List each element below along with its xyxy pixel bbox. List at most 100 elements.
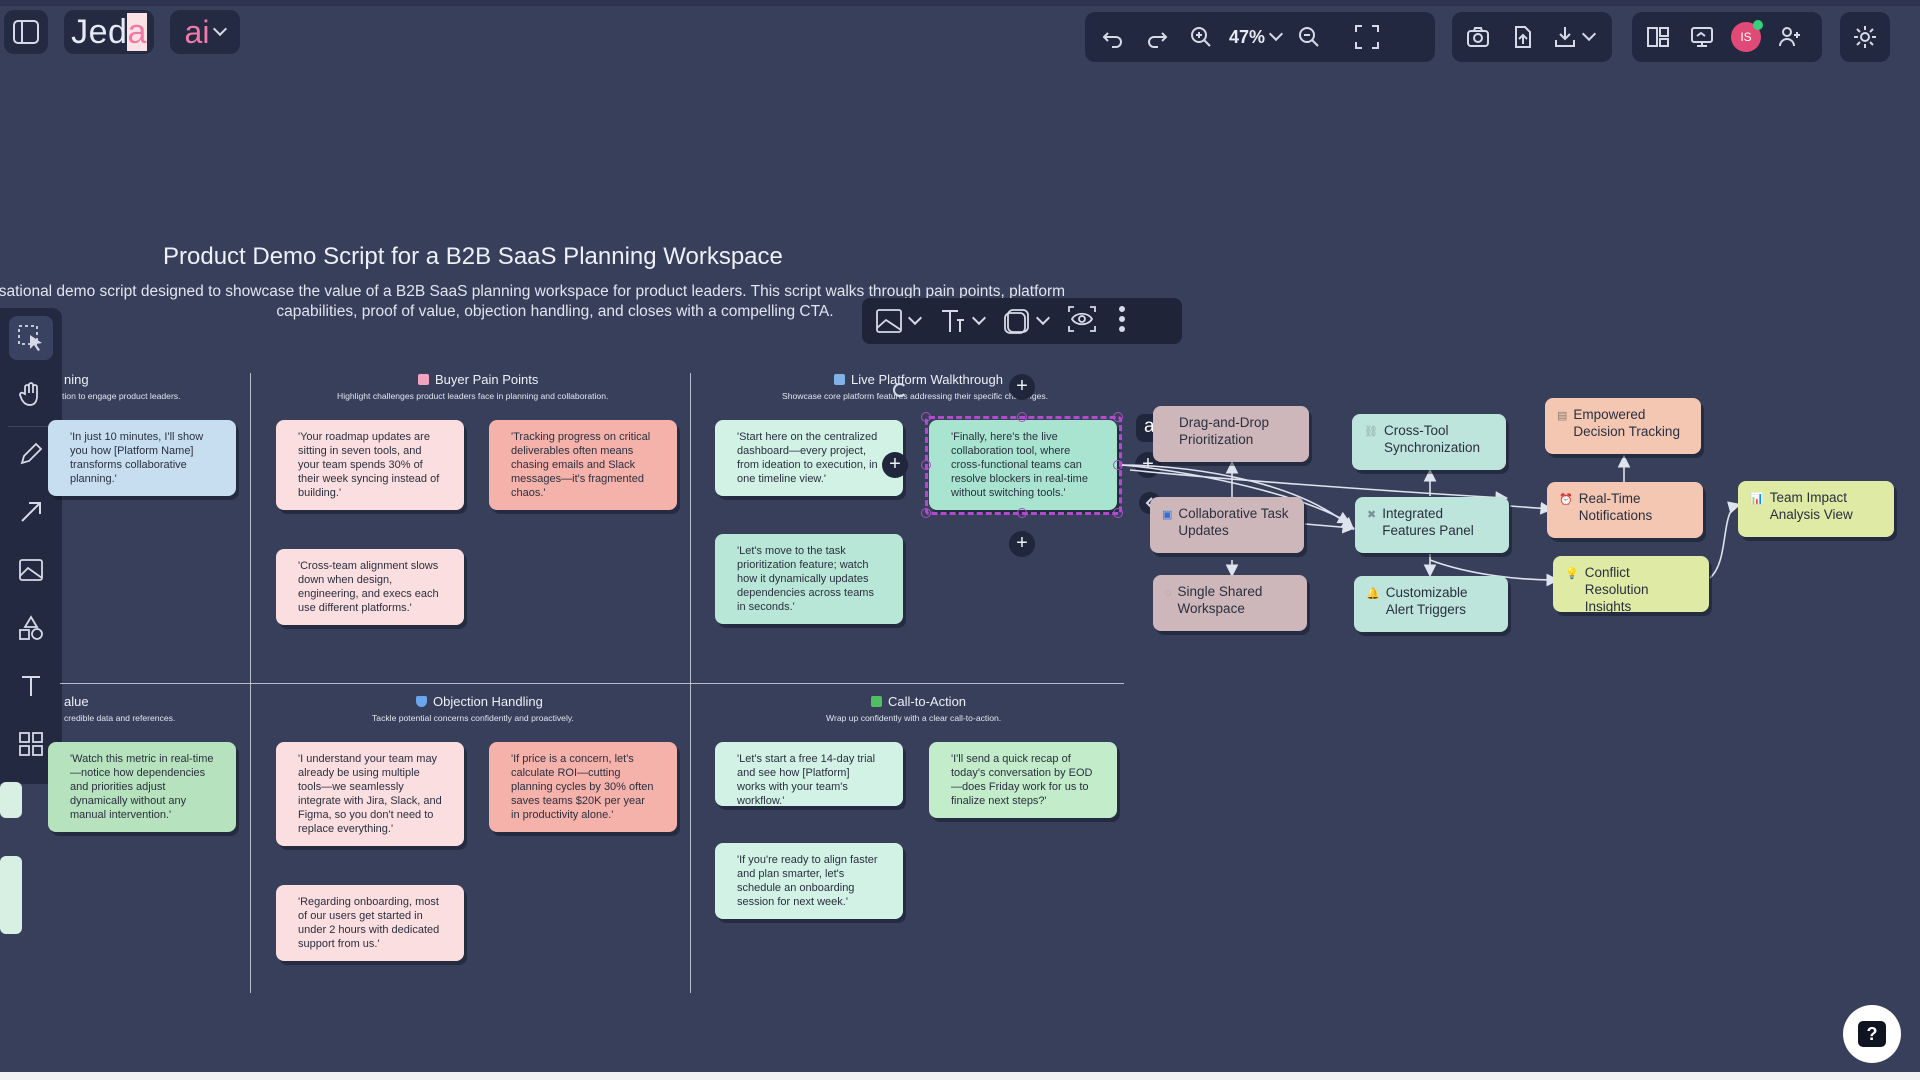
flow-node-integrated-panel[interactable]: ✖Integrated Features Panel	[1355, 497, 1509, 553]
section-title-opening[interactable]: ning	[64, 372, 89, 387]
section-title-pain-points[interactable]: Buyer Pain Points	[418, 372, 538, 387]
page-title[interactable]: Product Demo Script for a B2B SaaS Plann…	[163, 243, 783, 270]
add-node-left-button[interactable]: +	[882, 452, 908, 478]
resize-handle[interactable]	[1113, 460, 1123, 470]
export-toolbar	[1452, 12, 1612, 62]
sidebar-toggle-button[interactable]	[4, 10, 48, 54]
page-description-line1: ersational demo script designed to showc…	[0, 283, 1066, 300]
fill-style-button[interactable]	[874, 306, 923, 336]
clipboard-icon	[418, 374, 429, 385]
add-node-above-button[interactable]: +	[1009, 374, 1035, 400]
invite-user-button[interactable]	[1768, 15, 1812, 59]
chevron-down-icon	[1035, 310, 1051, 326]
zoom-in-button[interactable]	[1179, 15, 1223, 59]
flow-node-conflict-insights[interactable]: 💡Conflict Resolution Insights	[1553, 556, 1709, 612]
view-collab-toolbar: IS	[1632, 12, 1822, 62]
templates-tool-button[interactable]	[9, 722, 53, 766]
screenshot-button[interactable]	[1456, 15, 1500, 59]
flow-node-alert-triggers[interactable]: 🔔Customizable Alert Triggers	[1354, 576, 1508, 632]
sticky-note[interactable]: 'In just 10 minutes, I'll show you how […	[48, 420, 236, 496]
sticky-note[interactable]: 'If price is a concern, let's calculate …	[489, 742, 677, 832]
download-button[interactable]	[1544, 15, 1602, 59]
object-context-toolbar	[862, 298, 1182, 344]
flow-node-decision-tracking[interactable]: ▤Empowered Decision Tracking	[1545, 398, 1701, 454]
image-tool-button[interactable]	[9, 548, 53, 592]
resize-handle[interactable]	[921, 508, 931, 518]
logo-main-text: Jed	[71, 12, 128, 51]
sticky-note[interactable]: 'Your roadmap updates are sitting in sev…	[276, 420, 464, 510]
pen-tool-button[interactable]	[9, 432, 53, 476]
checkmark-icon	[871, 696, 882, 707]
text-tool-button[interactable]	[9, 664, 53, 708]
redo-button[interactable]	[1135, 15, 1179, 59]
pan-tool-button[interactable]	[9, 372, 53, 416]
section-title-value[interactable]: alue	[64, 694, 89, 709]
resize-handle[interactable]	[1017, 508, 1027, 518]
text-style-button[interactable]	[938, 306, 987, 336]
sticky-note[interactable]: 'Tracking progress on critical deliverab…	[489, 420, 677, 510]
page-description[interactable]: ersational demo script designed to showc…	[0, 282, 1110, 322]
computer-icon	[834, 374, 845, 385]
resize-handle[interactable]	[921, 412, 931, 422]
flow-node-realtime-notifications[interactable]: ⏰Real-Time Notifications	[1547, 482, 1703, 538]
help-button[interactable]: ?	[1843, 1005, 1901, 1063]
resize-handle[interactable]	[1113, 412, 1123, 422]
resize-handle[interactable]	[1017, 412, 1027, 422]
partial-sticky-note[interactable]	[0, 856, 22, 934]
sticky-note[interactable]: 'I'll send a quick recap of today's conv…	[929, 742, 1117, 818]
ai-menu-button[interactable]: ai	[170, 10, 240, 54]
zoom-out-button[interactable]	[1287, 15, 1331, 59]
select-tool-button[interactable]	[9, 316, 53, 360]
rotate-handle[interactable]	[893, 383, 907, 397]
presentation-button[interactable]	[1680, 15, 1724, 59]
sticky-note[interactable]: 'Finally, here's the live collaboration …	[929, 420, 1117, 510]
section-subtitle-value: credible data and references.	[64, 713, 176, 723]
flow-node-cross-tool[interactable]: ⛓Cross-Tool Synchronization	[1352, 414, 1506, 470]
download-icon	[1555, 27, 1575, 47]
zoom-level-dropdown[interactable]: 47%	[1223, 27, 1287, 48]
flow-node-drag-drop[interactable]: Drag-and-Drop Prioritization	[1153, 406, 1309, 462]
sticky-note[interactable]: 'Watch this metric in real-time—notice h…	[48, 742, 236, 832]
user-avatar[interactable]: IS	[1724, 15, 1768, 59]
pencil-icon	[20, 442, 43, 465]
shield-icon	[416, 696, 427, 707]
resize-handle[interactable]	[1113, 508, 1123, 518]
flow-node-single-workspace[interactable]: ◌Single Shared Workspace	[1153, 575, 1307, 631]
chevron-down-icon	[907, 310, 923, 326]
visibility-button[interactable]	[1066, 303, 1098, 340]
section-title-cta[interactable]: Call-to-Action	[871, 694, 966, 709]
undo-button[interactable]	[1091, 15, 1135, 59]
sticky-note[interactable]: 'I understand your team may already be u…	[276, 742, 464, 846]
chevron-down-icon	[213, 21, 228, 37]
arrow-tool-button[interactable]	[9, 490, 53, 534]
lightbulb-icon: 💡	[1565, 568, 1579, 580]
sticky-note[interactable]: 'Start here on the centralized dashboard…	[715, 420, 903, 496]
flow-node-team-impact[interactable]: 📊Team Impact Analysis View	[1738, 481, 1894, 537]
grid-icon	[19, 732, 43, 756]
flow-node-collaborative-updates[interactable]: ▣Collaborative Task Updates	[1150, 497, 1304, 553]
selection-frame	[925, 416, 1122, 515]
more-options-button[interactable]	[1116, 304, 1128, 339]
sticky-note[interactable]: 'Cross-team alignment slows down when de…	[276, 549, 464, 625]
sticky-note[interactable]: 'If you're ready to align faster and pla…	[715, 843, 903, 919]
section-title-live-walkthrough[interactable]: Live Platform Walkthrough	[834, 372, 1003, 387]
more-vertical-icon	[1119, 305, 1125, 332]
undo-icon	[1102, 32, 1122, 48]
shape-tool-button[interactable]	[9, 606, 53, 650]
share-upload-button[interactable]	[1500, 15, 1544, 59]
sticky-note[interactable]: 'Regarding onboarding, most of our users…	[276, 885, 464, 961]
sticky-note[interactable]: 'Let's move to the task prioritization f…	[715, 534, 903, 624]
chevron-down-icon	[1268, 26, 1284, 42]
redo-icon	[1148, 32, 1168, 48]
fit-screen-button[interactable]	[1345, 15, 1389, 59]
resize-handle[interactable]	[921, 460, 931, 470]
section-subtitle-pain-points: Highlight challenges product leaders fac…	[337, 391, 609, 401]
shape-style-button[interactable]	[1002, 306, 1051, 336]
partial-sticky-note[interactable]	[0, 782, 22, 818]
settings-button[interactable]	[1843, 15, 1887, 59]
add-node-below-button[interactable]: +	[1009, 531, 1035, 557]
section-title-objection[interactable]: Objection Handling	[416, 694, 543, 709]
sticky-note[interactable]: 'Let's start a free 14-day trial and see…	[715, 742, 903, 806]
layout-panel-button[interactable]	[1636, 15, 1680, 59]
app-logo[interactable]: Jeda	[64, 10, 154, 54]
